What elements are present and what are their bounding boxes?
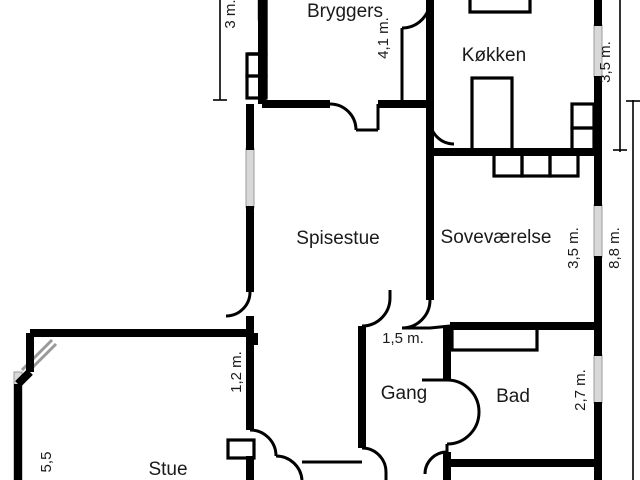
door-kokken-left	[428, 119, 455, 146]
window-bad-right	[593, 354, 603, 404]
door-gang-top-left	[361, 297, 392, 328]
room-label-sovevaerelse: Soveværelse	[441, 227, 552, 248]
dim-label-bad-right: 2,7 m.	[572, 369, 589, 411]
door-spisestue-left	[225, 291, 252, 318]
door-stue-lower	[275, 454, 304, 480]
room-label-kokken: Køkken	[462, 45, 526, 66]
doors-layer	[225, 0, 481, 480]
door-bryggers-top-right	[401, 0, 432, 30]
dim-label-stue-left: 5,5	[38, 452, 55, 473]
door-bad	[446, 378, 481, 446]
door-stue-upper	[249, 428, 278, 457]
walls-layer	[14, 0, 602, 480]
cabinet-kokken-right-2	[570, 126, 596, 154]
door-sovevaerelse	[401, 299, 432, 330]
door-bryggers-bottom	[329, 102, 358, 131]
cabinet-kokken-right-1	[570, 102, 596, 130]
room-label-spisestue: Spisestue	[296, 228, 379, 249]
room-label-bryggers: Bryggers	[307, 1, 383, 22]
wall-stue-diagonal	[15, 369, 33, 387]
dimension-labels-layer: 3 m. 4,1 m. 3,5 m. 3,5 m. 8,8 m. 1,2 m. …	[38, 0, 623, 472]
dim-label-total-right: 8,8 m.	[606, 227, 623, 269]
dim-label-spisestue: 1,2 m.	[228, 351, 245, 393]
room-labels-layer: Bryggers Køkken Spisestue Soveværelse Ga…	[148, 1, 551, 480]
room-label-gang: Gang	[381, 383, 427, 404]
dim-label-kokken-right: 3,5 m.	[597, 41, 614, 83]
door-sovevaerelse-leaf	[402, 324, 451, 330]
dim-label-sovevaerelse-right: 3,5 m.	[565, 227, 582, 269]
window-sovevaerelse-right	[593, 204, 603, 258]
partition-kokken-top	[468, 0, 532, 14]
counter-kokken-island	[470, 76, 514, 154]
dimension-lines-layer	[213, 0, 640, 480]
dim-label-top-left: 3 m.	[222, 0, 239, 29]
door-gang-bottom	[361, 446, 388, 473]
fixture-spisestue-closet	[226, 438, 256, 460]
fixture-bad-vanity	[450, 326, 539, 352]
cabinet-kokken-bottom-3	[548, 150, 580, 178]
fixtures-layer	[226, 0, 596, 460]
room-label-stue: Stue	[148, 459, 187, 480]
dim-label-gang: 1,5 m.	[382, 330, 424, 347]
window-spisestue-left	[245, 147, 255, 209]
room-label-bad: Bad	[496, 386, 530, 407]
dim-label-bryggers: 4,1 m.	[375, 17, 392, 59]
door-bad-bottom-left	[423, 450, 448, 475]
